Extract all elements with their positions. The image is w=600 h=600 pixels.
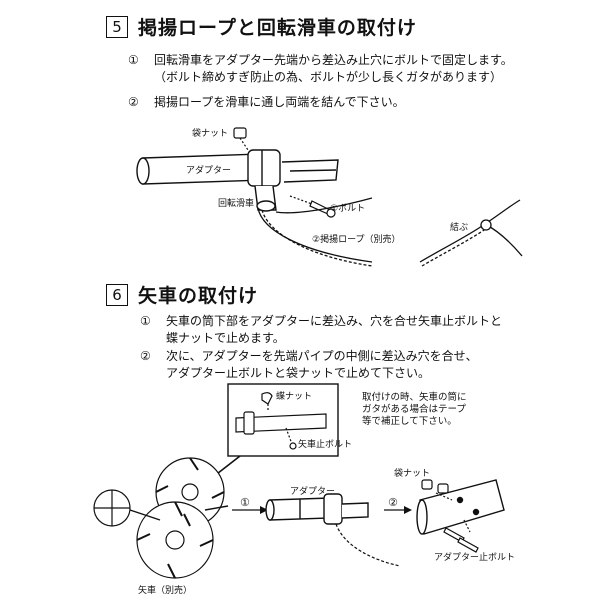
knot-drawing (420, 200, 522, 266)
label-tie: 結ぶ (450, 220, 468, 233)
step-number: ② (140, 348, 166, 365)
step-number: ① (140, 313, 166, 330)
bag-nut-drawing (234, 128, 248, 150)
note-line-1: 取付けの時、矢車の筒に (362, 392, 467, 403)
label-bolt: ①ボルト (330, 201, 365, 214)
adapter-drawing-6 (266, 494, 368, 524)
label-pinwheel: 矢車（別売） (138, 583, 192, 596)
pinwheel-drawing (94, 458, 228, 578)
label-arrow-1: ① (240, 496, 250, 509)
step-text-cont: 蝶ナットで止めます。 (166, 331, 285, 345)
label-adapter-bolt: アダプター止ボルト (434, 550, 515, 563)
adapter-tube-drawing (137, 154, 338, 184)
label-adapter-5: アダプター (186, 163, 231, 176)
section6-number: 6 (106, 284, 128, 306)
label-adapter-6: アダプター (290, 484, 335, 497)
label-rope: ②掲揚ロープ（別売） (312, 232, 401, 245)
label-bag-nut-5: 袋ナット (192, 126, 228, 139)
step-text: 矢車の筒下部をアダプターに差込み、穴を合せ矢車止ボルトと (166, 314, 502, 328)
section6-heading: 6 矢車の取付け (106, 281, 258, 308)
label-wing-nut: 蝶ナット (276, 389, 312, 402)
arrow-2-head (404, 506, 412, 514)
bolt-drawing (290, 196, 335, 217)
adapter-rope-6 (336, 524, 400, 566)
section6-title: 矢車の取付け (138, 281, 258, 308)
mounting-note: 取付けの時、矢車の筒に ガタがある場合はテープ 等で補正して下さい。 (362, 392, 467, 428)
label-pinwheel-bolt: 矢車止ボルト (298, 437, 352, 450)
label-pulley: 回転滑車 (218, 196, 254, 209)
label-arrow-2: ② (388, 496, 398, 509)
note-line-3: 等で補正して下さい。 (362, 416, 457, 427)
note-line-2: ガタがある場合はテープ (362, 404, 466, 415)
step-text: 次に、アダプターを先端パイプの中側に差込み穴を合せ、 (166, 349, 478, 363)
step-text-cont: アダプター止ボルトと袋ナットで止めて下さい。 (166, 366, 430, 380)
label-bag-nut-6: 袋ナット (394, 466, 430, 479)
